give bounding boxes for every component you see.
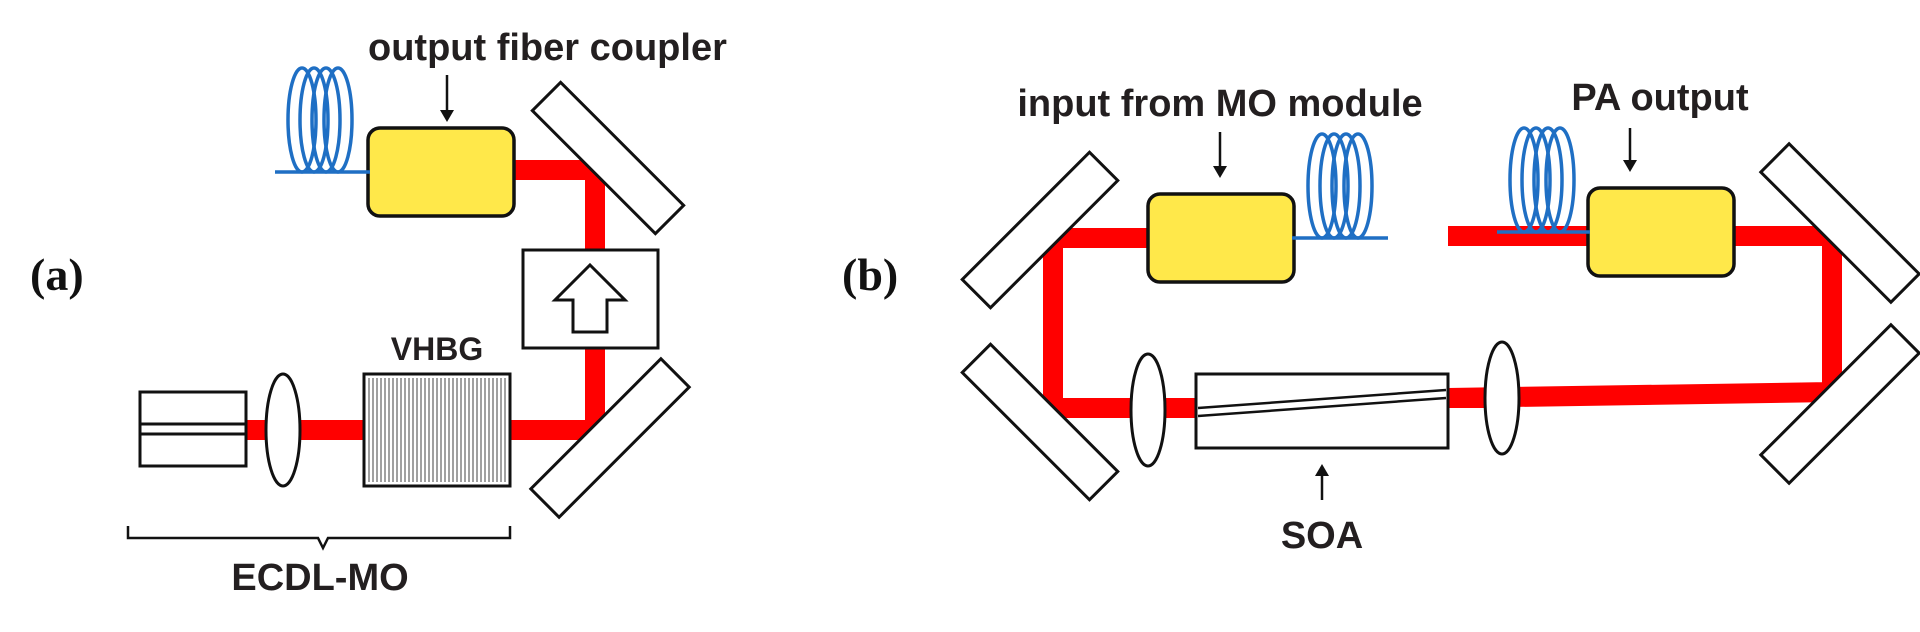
panel-b-tag: (b) <box>842 249 898 300</box>
vhbg-label: VHBG <box>391 331 483 367</box>
panel-a: (a) output fiber coupler <box>30 27 727 599</box>
input-fiber-coupler <box>1146 192 1296 284</box>
mirror-icon <box>1758 141 1920 305</box>
soa-pointer-head <box>1315 464 1329 476</box>
mirror-icon <box>960 150 1120 310</box>
laser-diode <box>138 390 248 468</box>
soa-label: SOA <box>1281 515 1363 557</box>
lens-icon <box>264 372 302 488</box>
panel-b: (b) input from MO module <box>842 77 1920 557</box>
mirror-icon <box>1758 322 1920 486</box>
panel-b-beam-left <box>1043 228 1200 418</box>
pa-output-coupler <box>1586 186 1736 278</box>
mirror-icon <box>530 80 686 236</box>
output-fiber-coupler <box>366 126 516 218</box>
pa-output-label: PA output <box>1571 77 1749 119</box>
output-fiber-coupler-label: output fiber coupler <box>368 27 727 69</box>
coupler-pointer-head <box>440 110 454 122</box>
mirror-icon <box>528 356 692 520</box>
vhbg-grating <box>362 372 512 488</box>
fiber-coil-icon <box>1497 126 1590 234</box>
lens-icon <box>1483 340 1521 456</box>
lens-icon <box>1129 352 1167 468</box>
fiber-coil-icon <box>1292 132 1388 240</box>
isolator-arrow-icon <box>521 248 660 350</box>
input-coupler-label: input from MO module <box>1017 83 1422 125</box>
pa-output-pointer-head <box>1623 160 1637 172</box>
fiber-coil-icon <box>275 66 370 174</box>
input-pointer-head <box>1213 166 1227 178</box>
ecdl-mo-brace <box>126 526 512 551</box>
ecdl-mo-label: ECDL-MO <box>231 557 408 599</box>
panel-a-tag: (a) <box>30 249 84 300</box>
soa-amplifier <box>1194 372 1450 450</box>
mirror-icon <box>960 342 1120 502</box>
